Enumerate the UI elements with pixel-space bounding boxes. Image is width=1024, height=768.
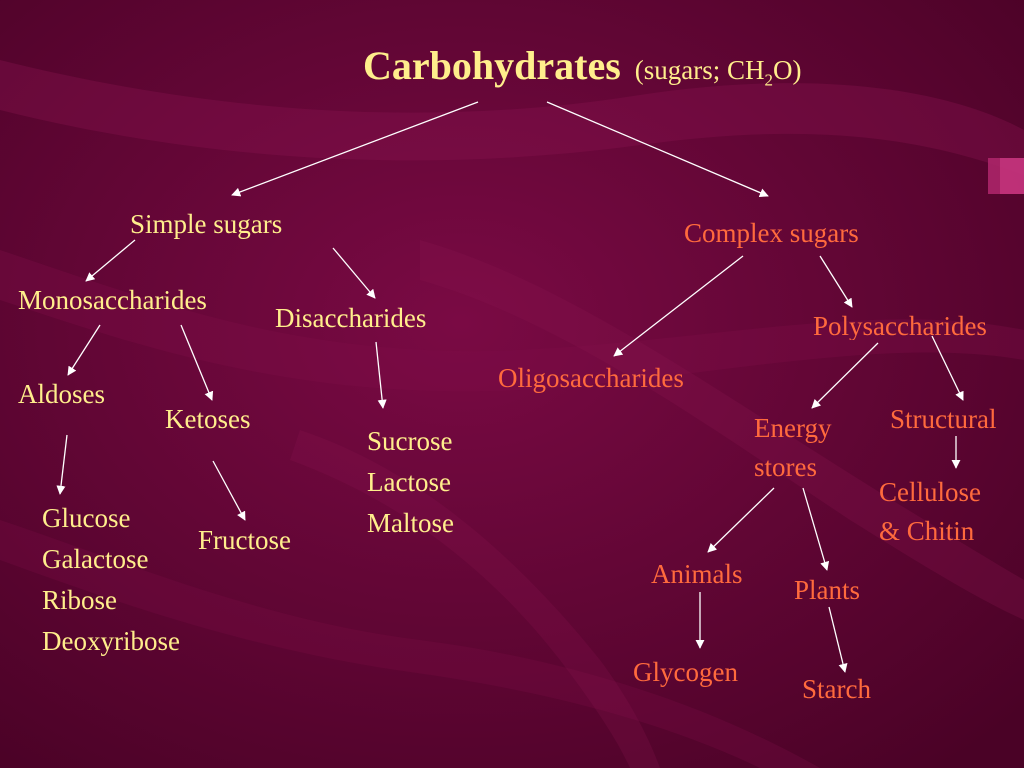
list-item-glucose: Glucose	[42, 503, 131, 533]
title-main: Carbohydrates	[363, 43, 621, 88]
arrow-di-to-examples	[375, 341, 387, 409]
title-formula-subscript: 2	[764, 70, 774, 90]
arrow-poly-to-structural	[931, 335, 964, 401]
node-energy-stores: Energy stores	[754, 409, 831, 487]
energy-stores-line-1: Energy	[754, 413, 832, 443]
node-polysaccharides: Polysaccharides	[813, 313, 987, 340]
arrow-mono-to-aldoses	[67, 324, 101, 376]
title-formula-suffix: O)	[773, 55, 802, 85]
node-starch: Starch	[802, 674, 871, 704]
arrow-simple-to-mono	[85, 239, 136, 282]
node-ketoses: Ketoses	[165, 404, 251, 434]
node-monosaccharides: Monosaccharides	[18, 285, 207, 315]
node-plants: Plants	[794, 575, 861, 605]
list-item-galactose: Galactose	[42, 544, 149, 574]
node-structural: Structural	[890, 406, 997, 433]
arrow-plants-to-starch	[828, 606, 848, 673]
node-complex-sugars: Complex sugars	[684, 218, 859, 248]
title-formula-prefix: (sugars; CH	[634, 55, 765, 85]
list-item-cellulose: Cellulose	[879, 477, 981, 507]
arrow-complex-to-oligo	[613, 255, 744, 357]
arrow-carbohydrates-to-complex	[546, 101, 769, 197]
arrow-complex-to-poly	[819, 255, 853, 308]
energy-stores-line-2: stores	[754, 452, 817, 482]
page-title: Carbohydrates (sugars; CH2O)	[363, 43, 802, 89]
node-aldose-examples: Glucose Galactose Ribose Deoxyribose	[42, 498, 180, 662]
list-item-ribose: Ribose	[42, 585, 118, 615]
arrow-mono-to-ketoses	[180, 324, 214, 401]
arrow-energy-to-plants	[802, 487, 830, 571]
arrow-simple-to-di	[332, 247, 376, 299]
list-item-maltose: Maltose	[367, 508, 454, 538]
list-item-deoxyribose: Deoxyribose	[42, 626, 180, 656]
list-item-sucrose: Sucrose	[367, 426, 453, 456]
node-structural-examples: Cellulose & Chitin	[879, 473, 981, 551]
node-disaccharides: Disaccharides	[275, 303, 427, 333]
node-disaccharide-examples: Sucrose Lactose Maltose	[367, 421, 454, 544]
list-item-lactose: Lactose	[367, 467, 451, 497]
title-formula: (sugars; CH2O)	[634, 55, 802, 89]
arrow-energy-to-animals	[707, 487, 775, 553]
node-fructose: Fructose	[198, 525, 291, 555]
node-simple-sugars: Simple sugars	[130, 209, 283, 239]
arrow-aldoses-to-examples	[56, 434, 68, 495]
arrow-poly-to-energy	[811, 342, 879, 409]
node-aldoses: Aldoses	[18, 379, 105, 409]
arrow-ketoses-to-fructose	[212, 460, 246, 521]
arrow-carbohydrates-to-simple	[231, 101, 479, 197]
node-oligosaccharides: Oligosaccharides	[498, 363, 684, 393]
node-glycogen: Glycogen	[633, 657, 738, 687]
list-item-chitin: & Chitin	[879, 516, 975, 546]
node-animals: Animals	[651, 559, 743, 589]
